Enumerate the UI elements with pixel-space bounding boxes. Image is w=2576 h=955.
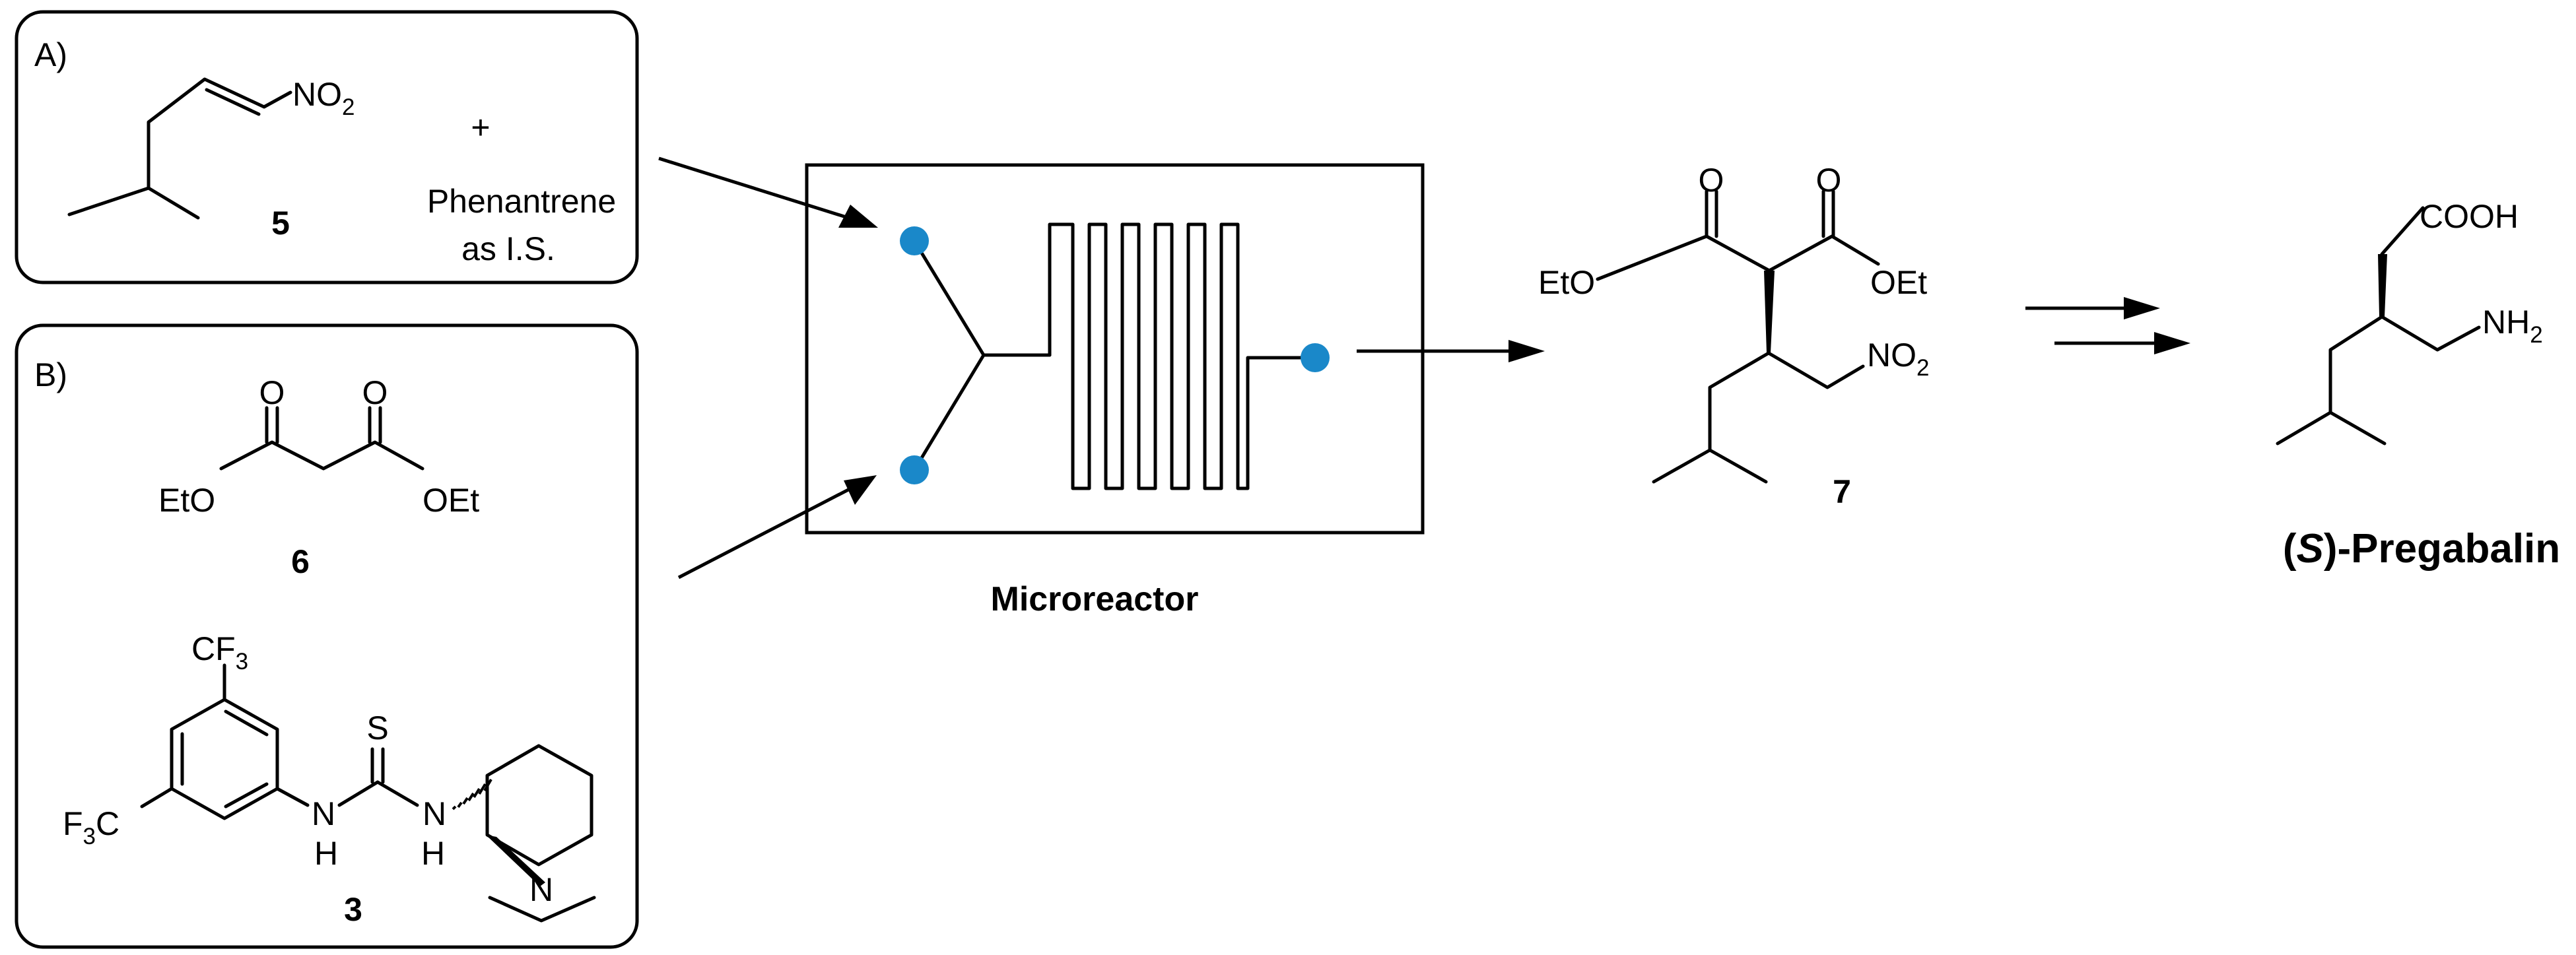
- compound-6-carbonyl-o-right: O: [362, 374, 388, 411]
- compound-7-skeleton: [1596, 189, 1880, 484]
- panel-b-frame: [15, 323, 639, 949]
- panel-a-label: A): [34, 36, 67, 73]
- pregabalin-amine: NH2: [2482, 304, 2543, 348]
- compound-7-right-ester: OEt: [1870, 264, 1927, 301]
- compound-5-nitro: NO2: [292, 76, 355, 120]
- multi-step-arrows: [2025, 297, 2190, 354]
- catalyst-3-amine-n: N: [529, 871, 553, 908]
- microreactor-channel: [912, 222, 1317, 490]
- catalyst-3-nh-right: N: [423, 795, 446, 832]
- plus-sign: +: [471, 109, 490, 146]
- catalyst-3-h-left: H: [314, 835, 338, 872]
- catalyst-3-nh-left: N: [312, 795, 335, 832]
- internal-standard-line-2: as I.S.: [461, 230, 555, 267]
- outlet-port: [1301, 343, 1330, 372]
- compound-6-left-ester: EtO: [158, 482, 215, 519]
- compound-7-carbonyl-o-left: O: [1699, 162, 1724, 199]
- inlet-port-a: [900, 226, 929, 255]
- panel-b-label: B): [34, 356, 67, 393]
- pregabalin-structure: [2276, 206, 2481, 445]
- inlet-port-b: [900, 455, 929, 484]
- catalyst-3-cf3-left: F3C: [63, 805, 119, 849]
- catalyst-3-cf3-top: CF3: [191, 630, 248, 675]
- compound-7-left-ester: EtO: [1538, 264, 1595, 301]
- compound-5-number: 5: [271, 205, 290, 242]
- catalyst-3-number: 3: [344, 891, 362, 928]
- compound-6-structure: [219, 406, 424, 471]
- compound-6-number: 6: [291, 543, 310, 580]
- compound-7-carbonyl-o-right: O: [1816, 162, 1842, 199]
- product-arrow: [1357, 340, 1545, 362]
- microreactor-chip: [805, 163, 1425, 535]
- pregabalin-acid: COOH: [2420, 198, 2519, 235]
- compound-7-nitro: NO2: [1867, 337, 1929, 381]
- pregabalin-name: (S)-Pregabalin: [2283, 526, 2560, 572]
- catalyst-3-structure: [140, 663, 596, 923]
- catalyst-3-h-right: H: [421, 835, 445, 872]
- compound-5-structure: [67, 77, 292, 220]
- feed-arrow-a: [658, 156, 878, 228]
- panel-a-frame: [15, 10, 639, 284]
- internal-standard-line-1: Phenantrene: [427, 183, 616, 220]
- compound-6-carbonyl-o-left: O: [259, 374, 285, 411]
- compound-6-right-ester: OEt: [423, 482, 479, 519]
- compound-7-number: 7: [1833, 473, 1851, 510]
- catalyst-3-sulfur: S: [366, 709, 388, 746]
- microreactor-caption: Microreactor: [991, 580, 1199, 618]
- feed-arrow-b: [677, 475, 877, 579]
